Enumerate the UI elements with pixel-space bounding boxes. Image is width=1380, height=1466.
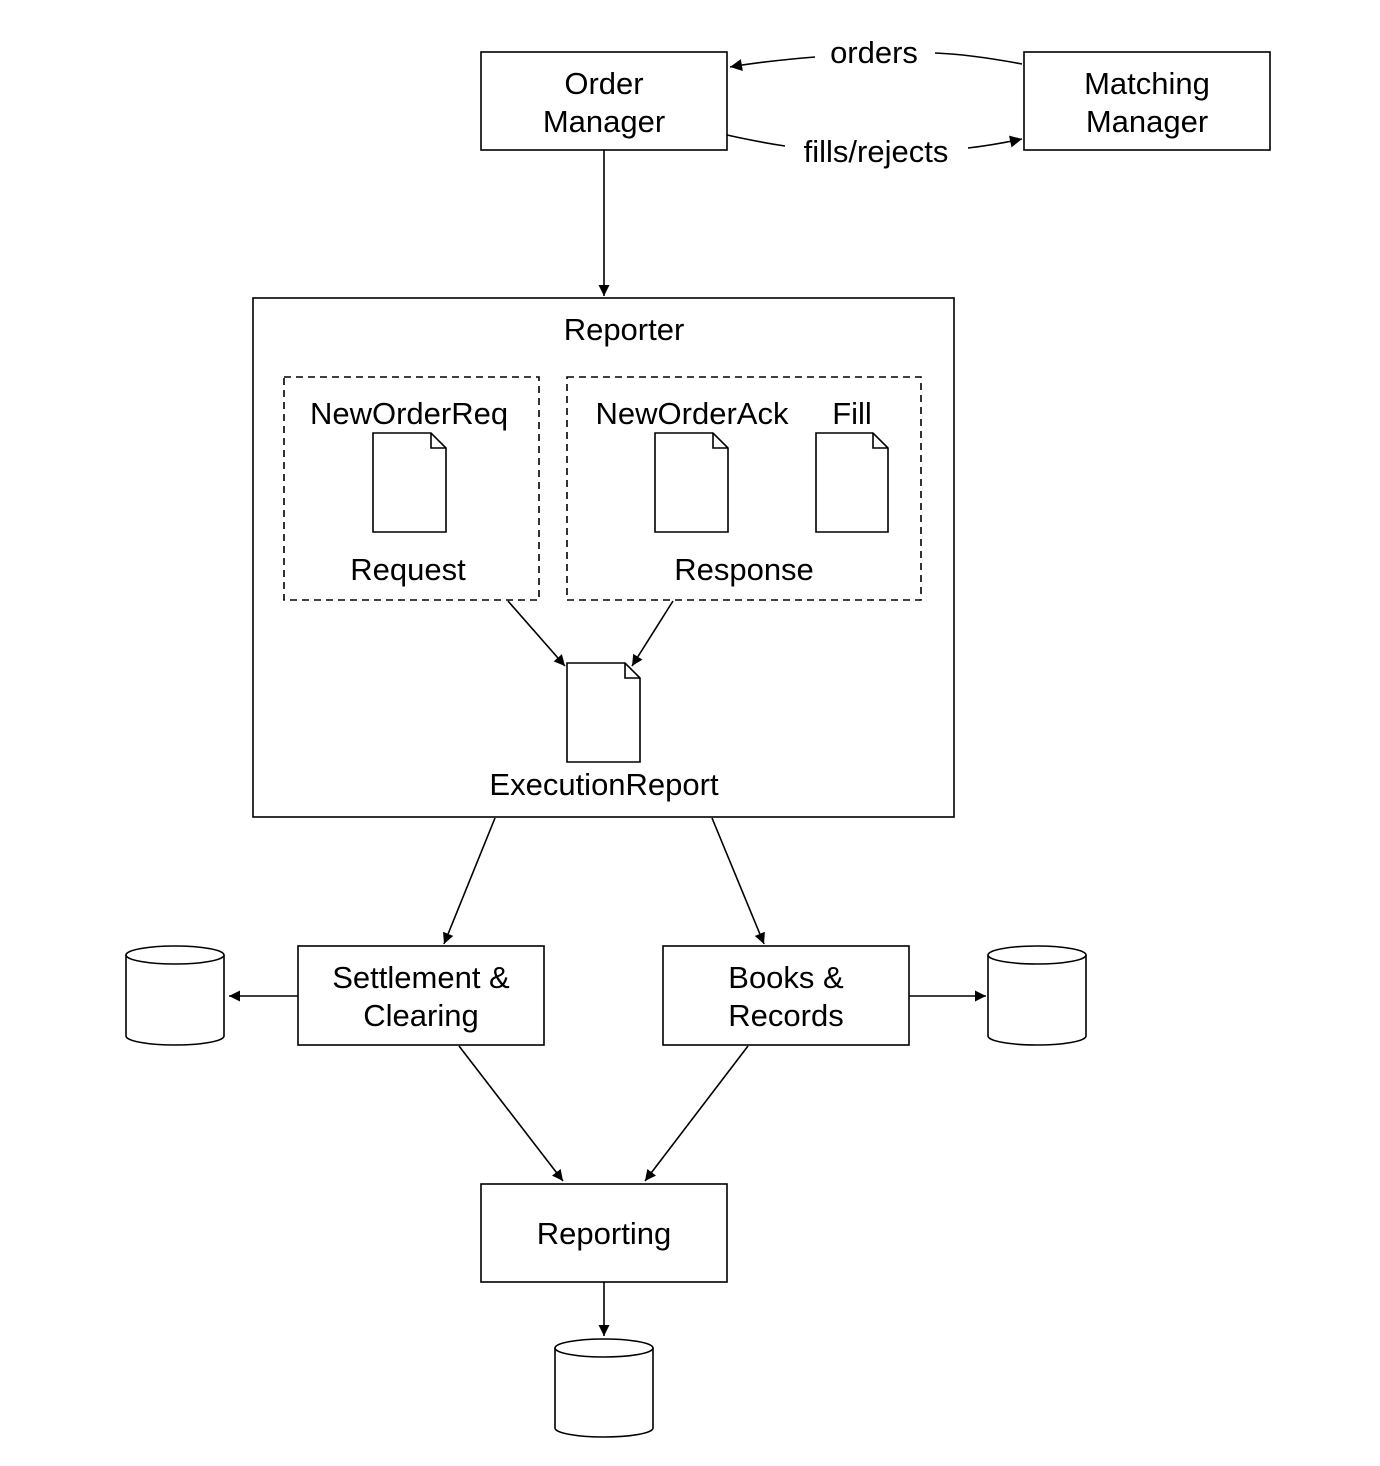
reporting-database-icon — [554, 1338, 654, 1438]
fill-document-icon — [815, 432, 889, 533]
reporting-node: Reporting — [480, 1183, 728, 1283]
settlement-database-icon — [125, 945, 225, 1046]
books-database-icon — [987, 945, 1087, 1046]
matching-manager-label-line2: Manager — [1086, 104, 1208, 139]
reporter-label: Reporter — [564, 312, 685, 347]
response-group: NewOrderAck Fill Response — [566, 376, 922, 601]
settlement-clearing-label-line2: Clearing — [363, 998, 478, 1033]
books-records-label-line2: Records — [728, 998, 843, 1033]
books-records-label-line1: Books & — [728, 960, 844, 995]
reporter-node: Reporter NewOrderReq Request NewOrderAck… — [252, 297, 955, 818]
settlement-clearing-node: Settlement & Clearing — [297, 945, 545, 1046]
new-order-req-label: NewOrderReq — [310, 396, 508, 431]
new-order-ack-label: NewOrderAck — [596, 396, 789, 431]
order-manager-label-line1: Order — [564, 66, 643, 101]
edge-request-to-execution-report — [507, 600, 566, 667]
edge-settlement-to-reporting — [458, 1045, 564, 1182]
edge-fills-rejects: fills/rejects — [726, 134, 1023, 169]
matching-manager-node: Matching Manager — [1023, 51, 1271, 151]
request-group: NewOrderReq Request — [283, 376, 540, 601]
matching-manager-label-line1: Matching — [1084, 66, 1210, 101]
edge-response-to-execution-report — [631, 600, 674, 667]
execution-report-label: ExecutionReport — [489, 767, 719, 802]
execution-report-document-icon — [566, 662, 641, 763]
order-manager-label-line2: Manager — [543, 104, 665, 139]
edge-orders: orders — [729, 35, 1023, 71]
edge-label-orders: orders — [830, 35, 918, 70]
fill-label: Fill — [832, 396, 872, 431]
edge-label-fills-rejects: fills/rejects — [804, 134, 949, 169]
new-order-ack-document-icon — [654, 432, 729, 533]
edge-books-to-reporting — [644, 1045, 749, 1182]
order-manager-node: Order Manager — [480, 51, 728, 151]
settlement-clearing-label-line1: Settlement & — [332, 960, 510, 995]
edge-reporter-to-settlement — [443, 817, 496, 945]
edge-reporter-to-books — [711, 817, 765, 945]
reporting-label: Reporting — [537, 1216, 671, 1251]
new-order-req-document-icon — [372, 432, 447, 533]
books-records-node: Books & Records — [662, 945, 910, 1046]
request-group-label: Request — [350, 552, 466, 587]
response-group-label: Response — [674, 552, 814, 587]
